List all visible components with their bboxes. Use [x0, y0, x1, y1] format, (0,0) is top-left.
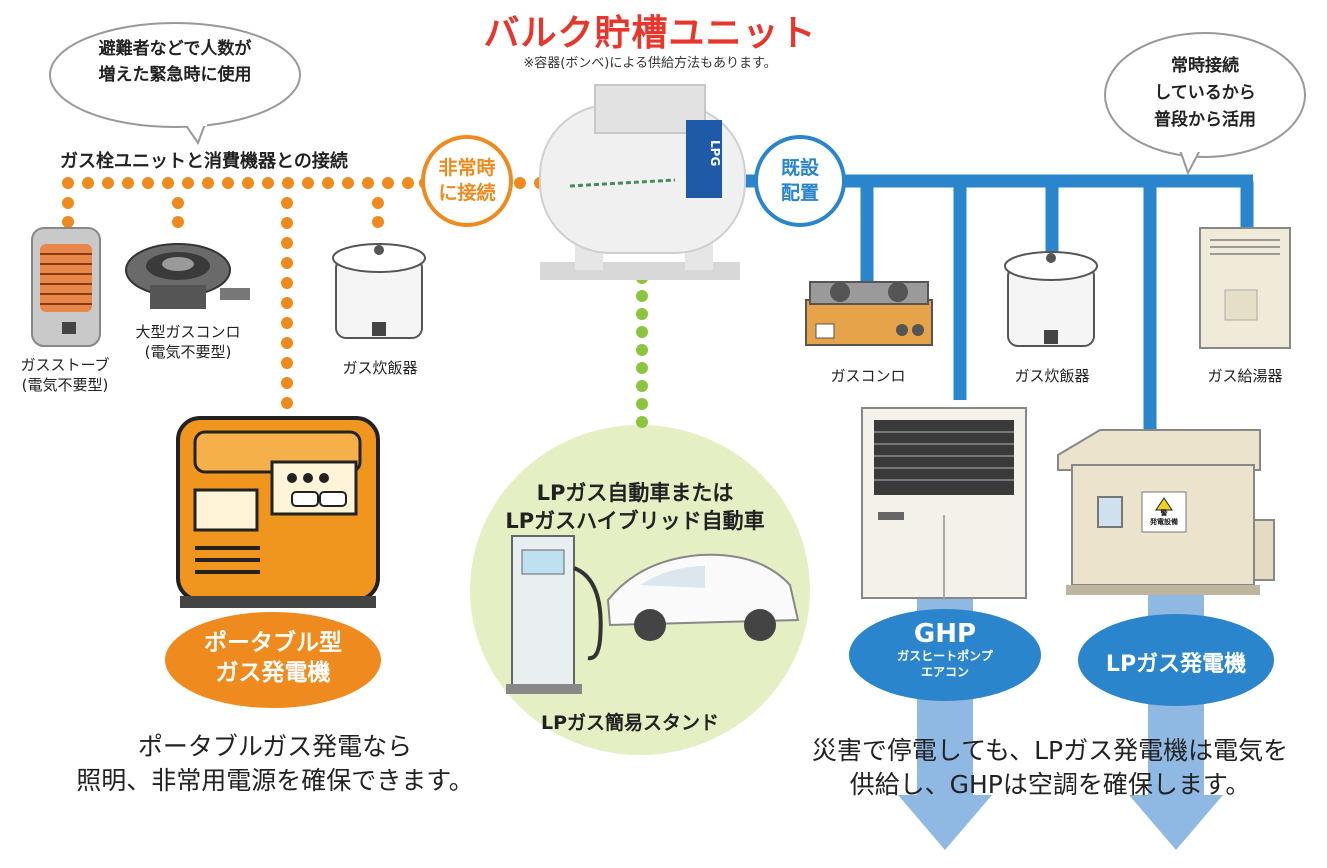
right-note-line2: 供給し、GHPは空調を確保します。 — [849, 770, 1251, 799]
bubble-right-line3: 普段から活用 — [1154, 110, 1256, 130]
emergency-badge-line2: に接続 — [438, 182, 496, 204]
bubble-right-line2: しているから — [1154, 83, 1256, 103]
existing-badge-line1: 既設 — [780, 157, 819, 179]
large-burner-illustration — [125, 243, 250, 309]
portable-generator-illustration — [176, 416, 380, 608]
rice-cooker-right-caption: ガス炊飯器 — [1014, 367, 1090, 385]
emergency-badge-line1: 非常時 — [438, 157, 496, 179]
emergency-connection-dots — [62, 177, 546, 409]
bubble-right-text: 常時接続 しているから 普段から活用 — [1115, 53, 1295, 134]
generator-warning-sign-line2: 発電設備 — [1150, 518, 1178, 526]
generator-warning-sign: 警 発電設備 — [1142, 509, 1186, 527]
rice-cooker-left-caption: ガス炊飯器 — [342, 359, 418, 377]
bubble-left-text: 避難者などで人数が 増えた緊急時に使用 — [70, 36, 280, 88]
gas-heater-caption: ガスストーブ (電気不要型) — [0, 355, 130, 395]
portable-note-line2: 照明、非常用電源を確保できます。 — [76, 766, 474, 795]
right-note-line1: 災害で停電しても、LPガス発電機は電気を — [811, 736, 1289, 765]
large-burner-caption: 大型ガスコンロ (電気不要型) — [118, 322, 258, 362]
fuel-stand-illustration — [506, 535, 603, 694]
bubble-left-line2: 増えた緊急時に使用 — [98, 65, 252, 85]
lpg-plate — [686, 120, 722, 198]
gas-stove-right-caption: ガスコンロ — [830, 367, 906, 385]
ghp-label-line2: エアコン — [920, 665, 969, 679]
speech-bubble-left — [49, 22, 301, 146]
right-note: 災害で停電しても、LPガス発電機は電気を 供給し、GHPは空調を確保します。 — [776, 734, 1324, 802]
bulk-tank-illustration — [539, 84, 746, 280]
gas-heater-caption-line1: ガスストーブ — [20, 356, 110, 374]
generator-warning-sign-line1: 警 — [1160, 509, 1168, 517]
emergency-badge: 非常時 に接続 — [423, 156, 511, 206]
speech-bubble-right — [1104, 32, 1306, 176]
portable-generator-label: ポータブル型 ガス発電機 — [170, 628, 376, 688]
ghp-oval — [849, 609, 1041, 701]
portable-generator-oval — [165, 612, 381, 708]
portable-generator-label-line2: ガス発電機 — [215, 660, 331, 686]
gas-heater-illustration — [31, 227, 101, 347]
ghp-label: GHP ガスヒートポンプ エアコン — [850, 620, 1040, 680]
car-title-line2: LPガスハイブリッド自動車 — [505, 509, 765, 533]
bubble-left-line1: 避難者などで人数が — [98, 39, 252, 59]
lp-generator-illustration — [1057, 429, 1275, 595]
large-burner-caption-line2: (電気不要型) — [144, 343, 232, 361]
lp-generator-label: LPガス発電機 — [1105, 652, 1247, 677]
rice-cooker-right-illustration — [1004, 251, 1098, 347]
portable-generator-label-line1: ポータブル型 — [204, 630, 342, 656]
car-title: LPガス自動車または LPガスハイブリッド自動車 — [470, 479, 800, 535]
lpg-label: LPG — [708, 140, 722, 167]
page-title: バルク貯槽ユニット — [483, 13, 817, 54]
ghp-label-line1: ガスヒートポンプ — [897, 649, 993, 663]
existing-badge-circle — [754, 135, 846, 227]
car-connection-dots — [636, 272, 648, 428]
water-heater-illustration — [1199, 227, 1291, 349]
car-title-line1: LPガス自動車または — [536, 481, 734, 505]
water-heater-caption: ガス給湯器 — [1207, 367, 1283, 385]
large-burner-caption-line1: 大型ガスコンロ — [135, 323, 241, 341]
rice-cooker-left-illustration — [332, 243, 426, 339]
left-heading: ガス栓ユニットと消費機器との接続 — [60, 151, 348, 172]
existing-badge: 既設 配置 — [756, 156, 844, 206]
page-subtitle: ※容器(ボンベ)による供給方法もあります。 — [523, 56, 777, 71]
gas-stove-right-illustration — [805, 281, 933, 346]
portable-note-line1: ポータブルガス発電なら — [137, 732, 413, 761]
emergency-badge-circle — [421, 135, 513, 227]
portable-note: ポータブルガス発電なら 照明、非常用電源を確保できます。 — [40, 730, 510, 798]
lp-generator-oval — [1078, 614, 1274, 706]
ghp-label-title: GHP — [913, 619, 977, 649]
ghp-unit-illustration — [861, 407, 1027, 599]
stand-label: LPガス簡易スタンド — [540, 712, 720, 734]
gas-heater-caption-line2: (電気不要型) — [21, 376, 109, 394]
bubble-right-line1: 常時接続 — [1171, 56, 1239, 76]
car-illustration — [606, 553, 800, 641]
existing-badge-line2: 配置 — [780, 182, 819, 204]
